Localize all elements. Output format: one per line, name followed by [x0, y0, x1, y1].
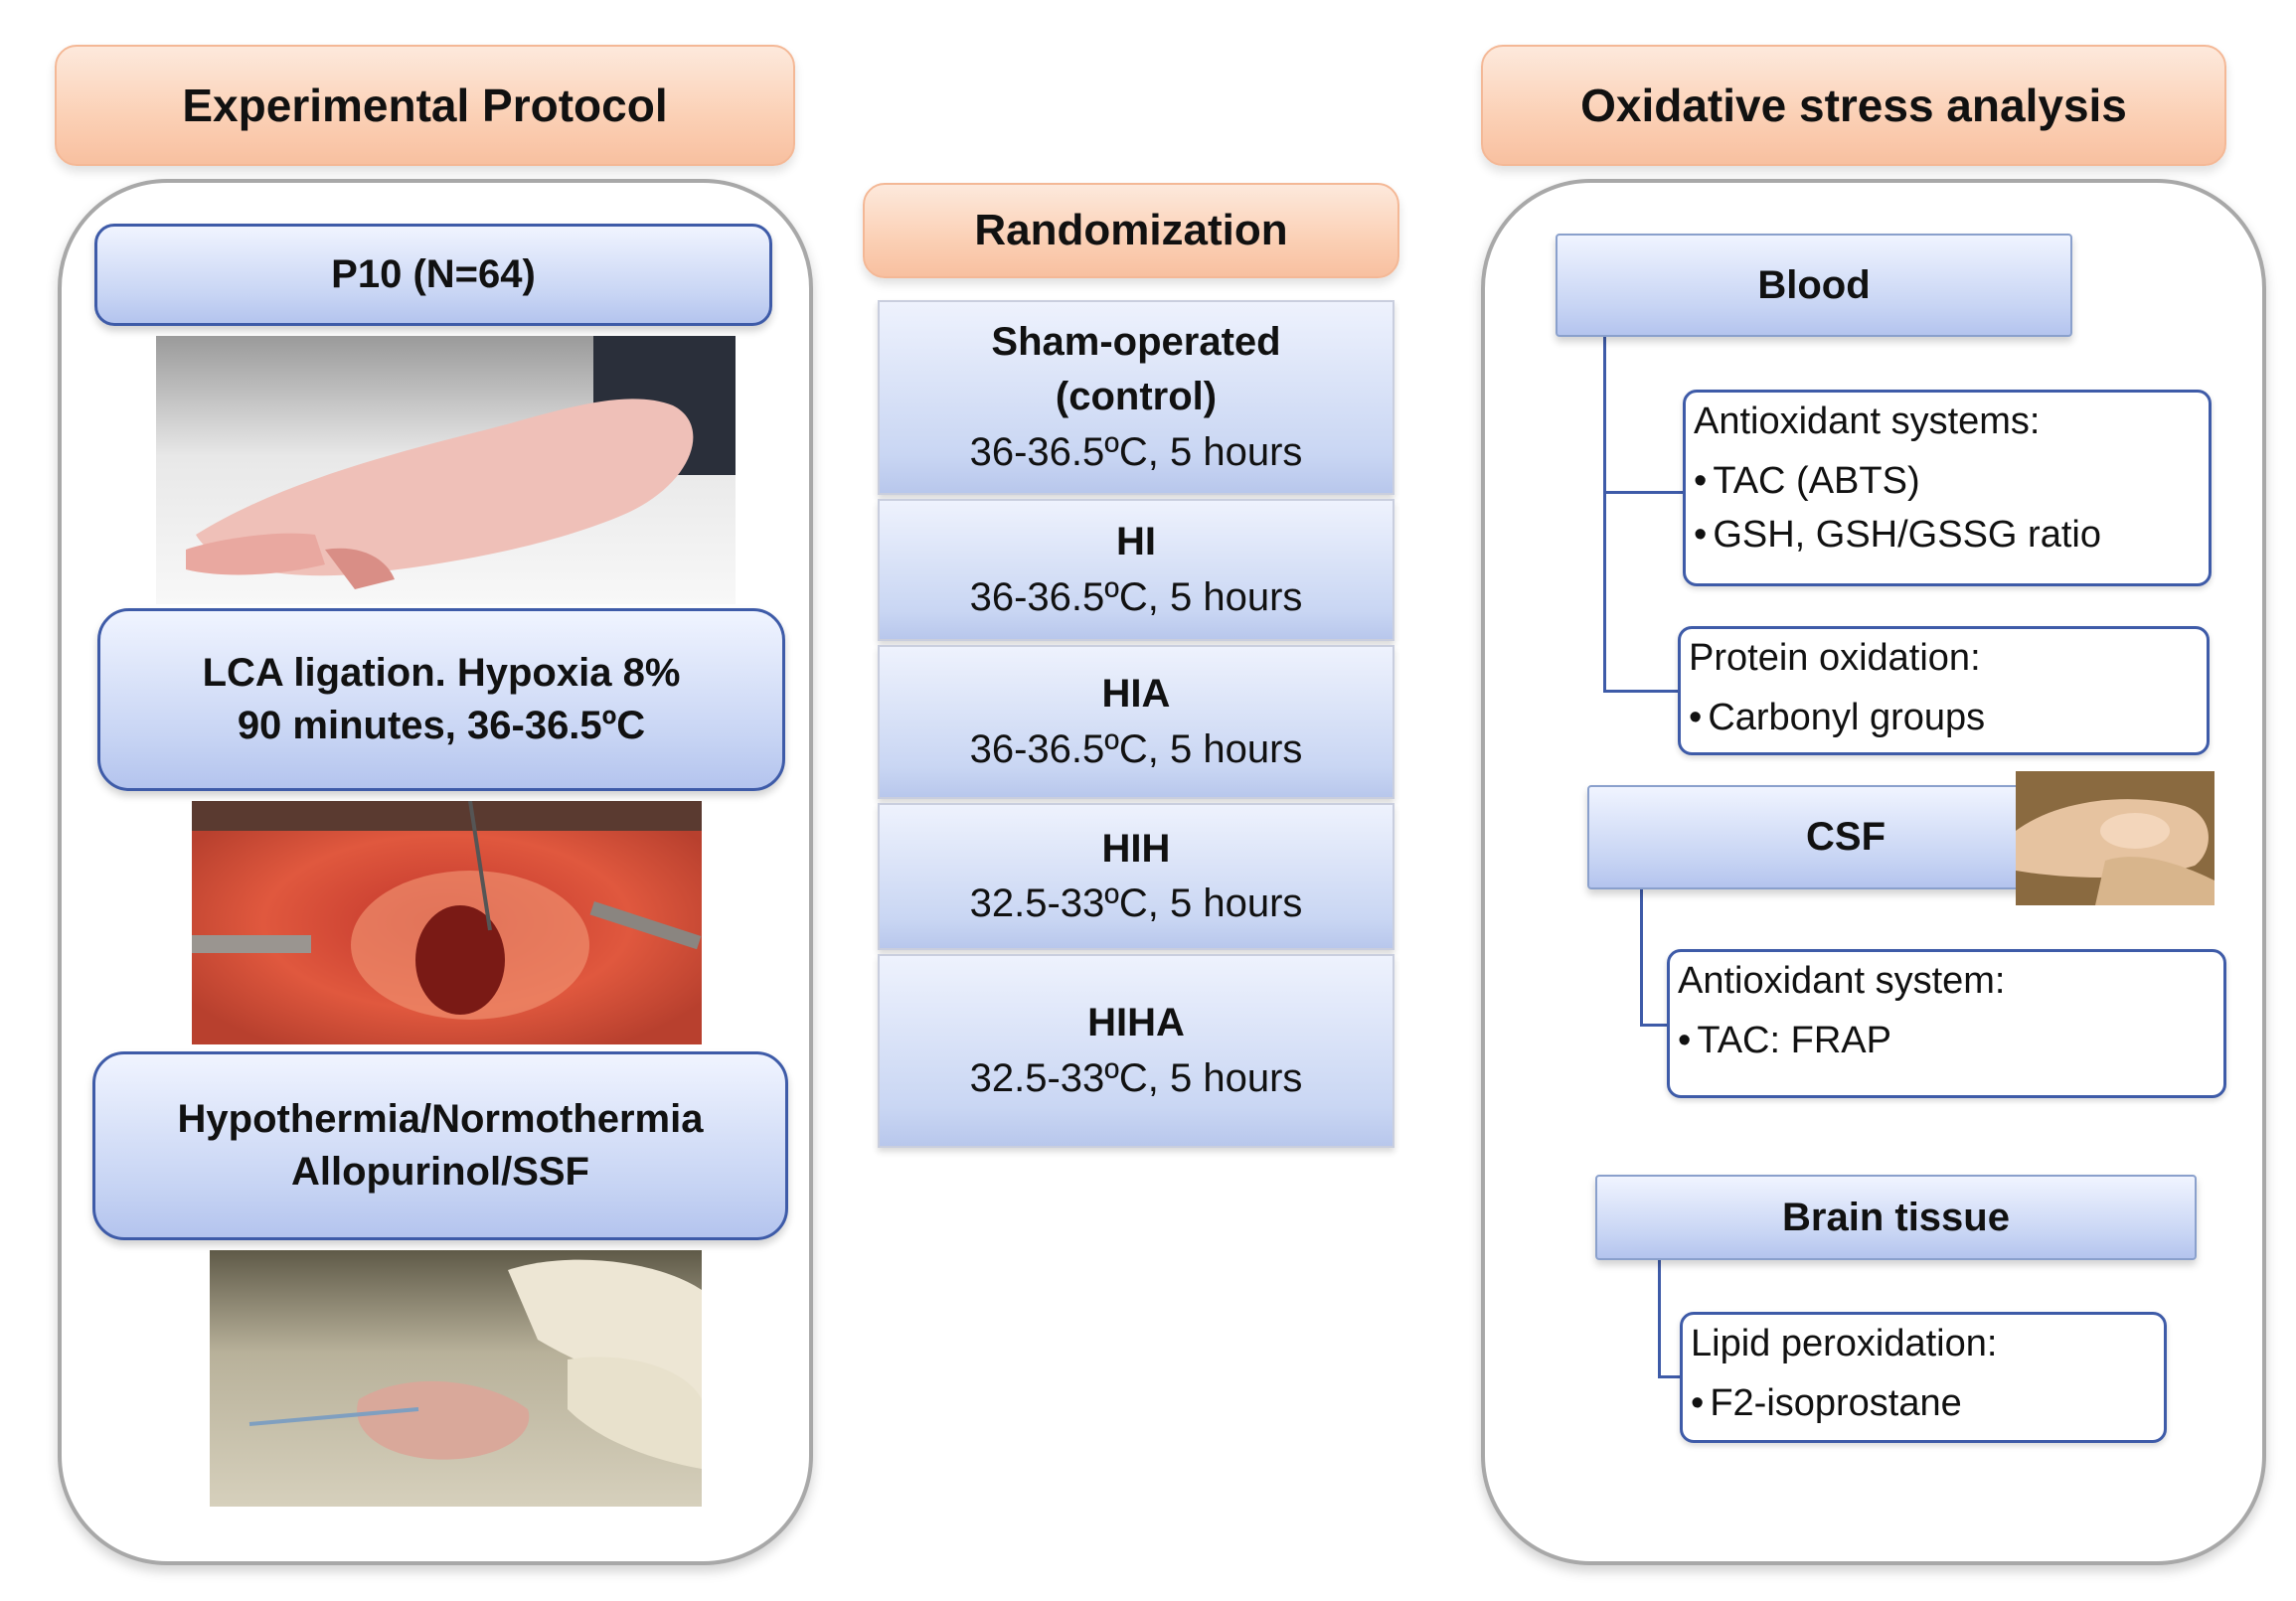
- experimental-protocol-title: Experimental Protocol: [182, 80, 668, 131]
- group-sham-name-1: Sham-operated: [991, 320, 1281, 365]
- step-p10-line: P10 (N=64): [331, 252, 536, 297]
- surgery-image: [192, 801, 702, 1044]
- step-lca-line-1: LCA ligation. Hypoxia 8%: [202, 651, 681, 696]
- csf-connector-horizontal: [1640, 1024, 1670, 1027]
- step-treatment-line-2: Allopurinol/SSF: [291, 1150, 589, 1194]
- blood-antioxidant-item-2: GSH, GSH/GSSG ratio: [1694, 516, 2199, 554]
- group-hih-box: HIH 32.5-33ºC, 5 hours: [878, 803, 1394, 950]
- injection-photo: [210, 1250, 702, 1507]
- csf-antioxidant-item-1: TAC: FRAP: [1678, 1022, 2214, 1059]
- group-hiha-name: HIHA: [1087, 1001, 1185, 1045]
- group-hi-box: HI 36-36.5ºC, 5 hours: [878, 499, 1394, 641]
- blood-antioxidant-box: Antioxidant systems: TAC (ABTS) GSH, GSH…: [1683, 390, 2212, 586]
- blood-box: Blood: [1556, 234, 2072, 337]
- group-hih-name: HIH: [1101, 826, 1171, 871]
- csf-antioxidant-title: Antioxidant system:: [1678, 960, 2006, 1002]
- randomization-header: Randomization: [863, 183, 1399, 278]
- group-hi-conditions: 36-36.5ºC, 5 hours: [969, 574, 1303, 619]
- csf-antioxidant-box: Antioxidant system: TAC: FRAP: [1667, 949, 2226, 1098]
- group-hia-name: HIA: [1101, 672, 1171, 717]
- brain-connector-horizontal: [1658, 1375, 1682, 1378]
- blood-protein-box: Protein oxidation: Carbonyl groups: [1678, 626, 2210, 755]
- group-sham-conditions: 36-36.5ºC, 5 hours: [969, 429, 1303, 474]
- step-treatment-box: Hypothermia/Normothermia Allopurinol/SSF: [92, 1051, 788, 1240]
- oxidative-stress-header: Oxidative stress analysis: [1481, 45, 2226, 166]
- group-hiha-box: HIHA 32.5-33ºC, 5 hours: [878, 954, 1394, 1148]
- blood-antioxidant-title: Antioxidant systems:: [1694, 400, 2041, 442]
- group-hih-conditions: 32.5-33ºC, 5 hours: [969, 881, 1303, 925]
- csf-label: CSF: [1806, 815, 1886, 860]
- blood-connector-antioxidant: [1603, 491, 1683, 494]
- brain-tissue-label: Brain tissue: [1782, 1195, 2010, 1239]
- experimental-protocol-header: Experimental Protocol: [55, 45, 795, 166]
- blood-protein-title: Protein oxidation:: [1689, 637, 1981, 679]
- group-sham-name-2: (control): [1055, 375, 1218, 419]
- step-treatment-line-1: Hypothermia/Normothermia: [177, 1097, 704, 1142]
- rat-pup-image: [156, 336, 736, 604]
- step-lca-ligation-box: LCA ligation. Hypoxia 8% 90 minutes, 36-…: [97, 608, 785, 791]
- group-hia-conditions: 36-36.5ºC, 5 hours: [969, 726, 1303, 771]
- surgery-photo: [192, 801, 702, 1044]
- blood-label: Blood: [1757, 262, 1871, 307]
- blood-connector-protein: [1603, 690, 1683, 693]
- brain-lipid-title: Lipid peroxidation:: [1691, 1323, 1998, 1364]
- group-hiha-conditions: 32.5-33ºC, 5 hours: [969, 1055, 1303, 1100]
- group-hi-name: HI: [1116, 520, 1156, 564]
- injection-image: [210, 1250, 702, 1507]
- blood-connector-vertical: [1603, 336, 1606, 692]
- brain-tissue-box: Brain tissue: [1595, 1175, 2197, 1260]
- group-hia-box: HIA 36-36.5ºC, 5 hours: [878, 645, 1394, 799]
- rat-pup-photo: [156, 336, 736, 604]
- csf-connector-vertical: [1640, 889, 1643, 1026]
- step-p10-box: P10 (N=64): [94, 224, 772, 326]
- brain-lipid-box: Lipid peroxidation: F2-isoprostane: [1680, 1312, 2167, 1443]
- brain-lipid-item-1: F2-isoprostane: [1691, 1384, 2154, 1422]
- step-lca-line-2: 90 minutes, 36-36.5ºC: [237, 704, 646, 747]
- csf-collection-photo: [2016, 771, 2214, 905]
- group-sham-box: Sham-operated (control) 36-36.5ºC, 5 hou…: [878, 300, 1394, 495]
- randomization-title: Randomization: [974, 206, 1288, 254]
- brain-connector-vertical: [1658, 1260, 1661, 1377]
- blood-protein-item-1: Carbonyl groups: [1689, 699, 2197, 736]
- blood-antioxidant-item-1: TAC (ABTS): [1694, 462, 2199, 500]
- oxidative-stress-title: Oxidative stress analysis: [1580, 80, 2127, 131]
- csf-collection-image: [2016, 771, 2214, 905]
